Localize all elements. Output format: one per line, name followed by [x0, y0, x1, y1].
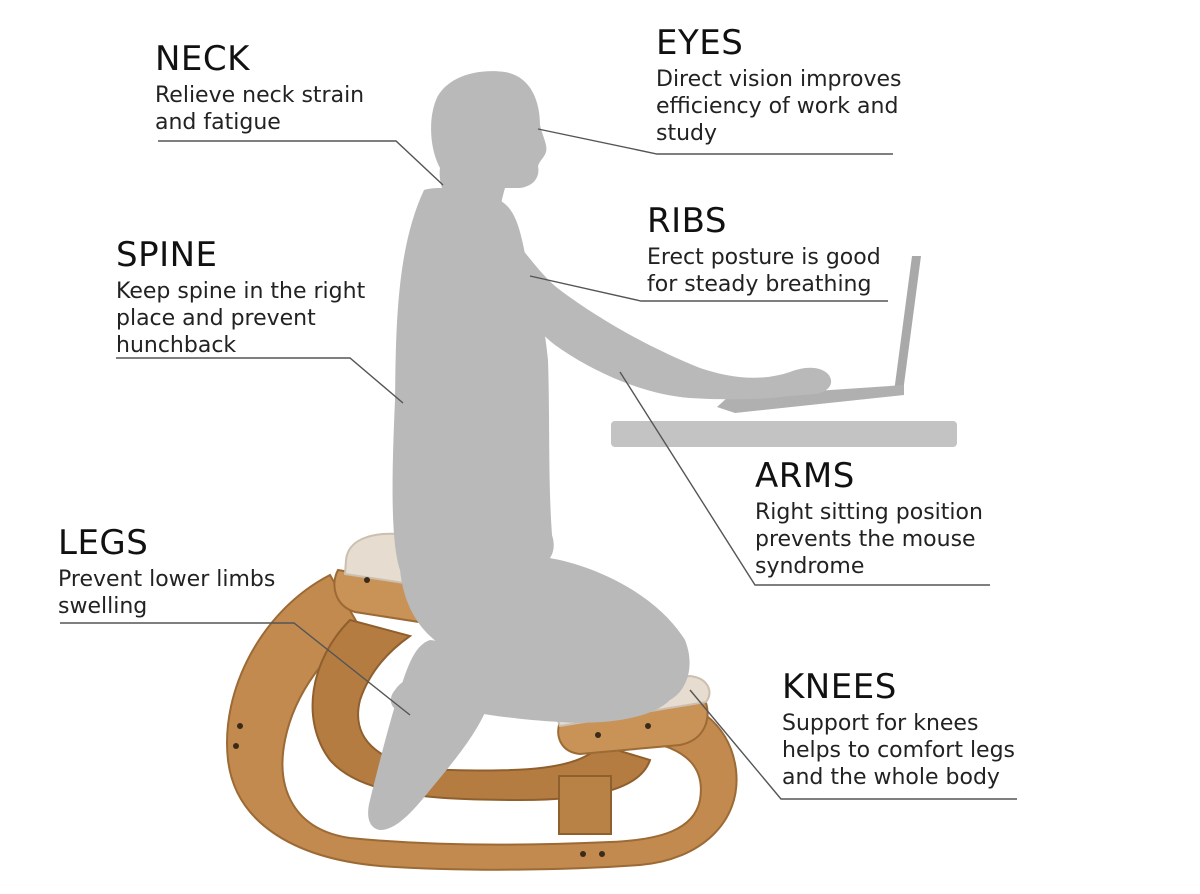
- laptop: [717, 256, 921, 413]
- neck-leader-line: [158, 140, 444, 186]
- person-silhouette: [368, 71, 832, 830]
- ribs-description: Erect posture is good for steady breathi…: [647, 244, 881, 298]
- ribs-annotation: RIBS Erect posture is good for steady br…: [647, 204, 881, 298]
- knees-title: KNEES: [782, 667, 897, 707]
- desk-shelf: [611, 421, 957, 447]
- knees-description: Support for knees helps to comfort legs …: [782, 710, 1015, 791]
- eyes-description: Direct vision improves efficiency of wor…: [656, 66, 902, 147]
- eyes-title: EYES: [656, 23, 744, 63]
- spine-annotation: SPINE Keep spine in the right place and …: [116, 238, 365, 359]
- spine-title: SPINE: [116, 235, 218, 275]
- arms-description: Right sitting position prevents the mous…: [755, 499, 983, 580]
- knees-desc-line: Support for knees: [782, 711, 979, 736]
- laptop-keyboard: [717, 385, 904, 413]
- lower-leg: [368, 640, 492, 830]
- arm: [505, 230, 832, 400]
- knees-desc-line: helps to comfort legs: [782, 738, 1016, 763]
- legs-leader-line: [60, 622, 411, 716]
- leader-lines: [60, 128, 1017, 800]
- arms-desc-line: Right sitting position: [755, 500, 983, 525]
- knees-leader-line: [689, 689, 1017, 800]
- chair-frame-inner: [311, 618, 652, 802]
- neck-desc-line: and fatigue: [155, 110, 281, 135]
- eyes-desc-line: efficiency of work and: [656, 94, 899, 119]
- arms-title: ARMS: [755, 456, 855, 496]
- eyes-annotation: EYES Direct vision improves efficiency o…: [656, 26, 902, 147]
- ribs-desc-line: Erect posture is good: [647, 245, 881, 270]
- thigh: [399, 540, 690, 705]
- neck-description: Relieve neck strain and fatigue: [155, 82, 364, 136]
- ribs-leader-line: [529, 275, 888, 302]
- neck-annotation: NECK Relieve neck strain and fatigue: [155, 42, 364, 136]
- legs-annotation: LEGS Prevent lower limbs swelling: [58, 526, 275, 620]
- spine-description: Keep spine in the right place and preven…: [116, 278, 365, 359]
- chair-support-post: [558, 775, 612, 835]
- torso: [392, 187, 554, 575]
- arms-annotation: ARMS Right sitting position prevents the…: [755, 459, 983, 580]
- arms-desc-line: syndrome: [755, 554, 865, 579]
- legs-desc-line: swelling: [58, 594, 148, 619]
- arms-leader-line: [619, 371, 990, 586]
- foot: [390, 670, 467, 714]
- eyes-leader-line: [537, 128, 893, 155]
- neck-desc-line: Relieve neck strain: [155, 83, 365, 108]
- ribs-desc-line: for steady breathing: [647, 272, 872, 297]
- spine-desc-line: place and prevent: [116, 306, 316, 331]
- spine-desc-line: hunchback: [116, 333, 237, 358]
- neck-title: NECK: [155, 39, 250, 79]
- legs-title: LEGS: [58, 523, 149, 563]
- legs-desc-line: Prevent lower limbs: [58, 567, 276, 592]
- spine-desc-line: Keep spine in the right: [116, 279, 366, 304]
- head: [431, 71, 547, 215]
- arms-desc-line: prevents the mouse: [755, 527, 976, 552]
- laptop-screen: [894, 256, 921, 392]
- knees-desc-line: and the whole body: [782, 765, 1000, 790]
- eyes-desc-line: study: [656, 121, 718, 146]
- knees-annotation: KNEES Support for knees helps to comfort…: [782, 670, 1015, 791]
- legs-description: Prevent lower limbs swelling: [58, 566, 275, 620]
- ribs-title: RIBS: [647, 201, 727, 241]
- spine-leader-line: [116, 357, 404, 404]
- eyes-desc-line: Direct vision improves: [656, 67, 902, 92]
